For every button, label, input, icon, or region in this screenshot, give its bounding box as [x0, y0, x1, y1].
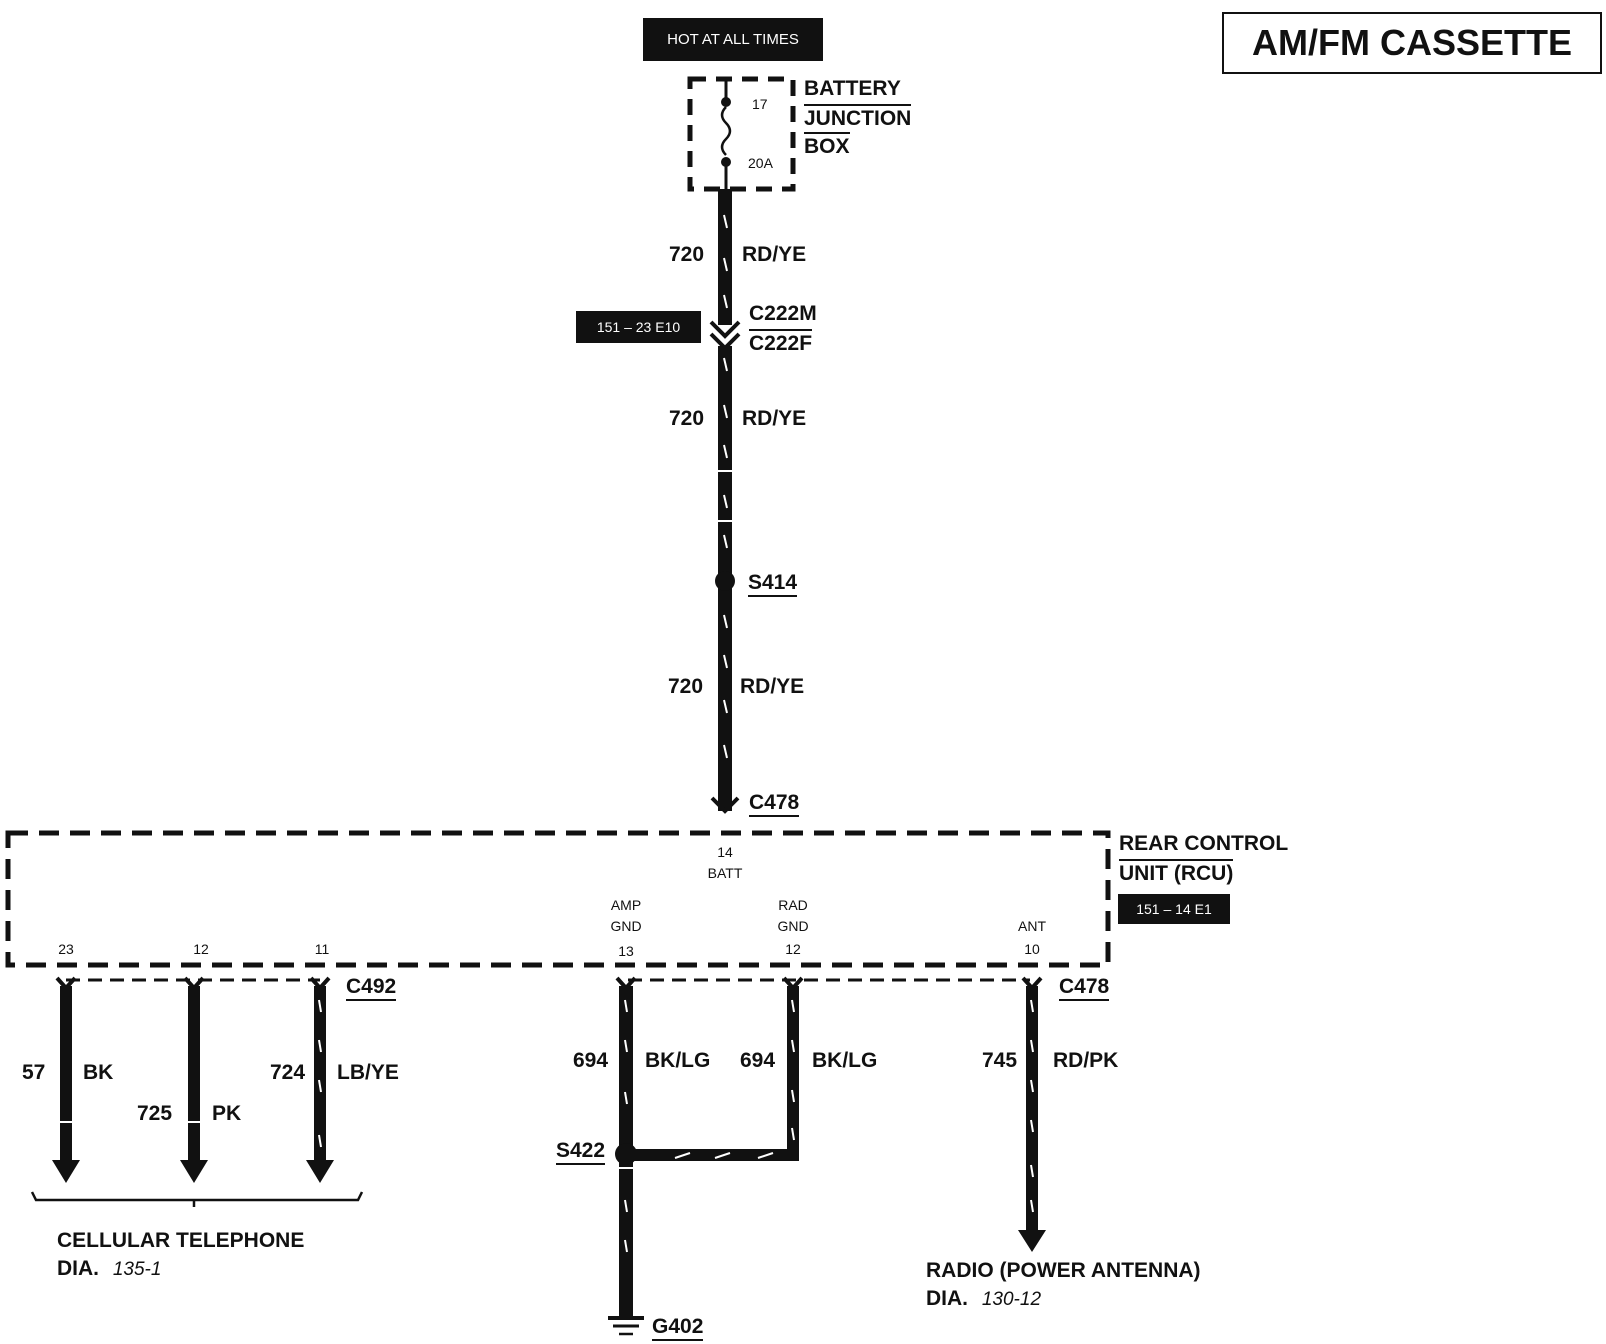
- wire-694-amp-number: 694: [573, 1049, 609, 1072]
- rcu-ref-badge: 151 – 14 E1: [1118, 894, 1230, 924]
- wire-694-rad: [626, 976, 804, 1161]
- splice-s414-label: S414: [748, 572, 798, 597]
- splice-s422-label: S422: [556, 1140, 606, 1165]
- wire-57-color: BK: [83, 1061, 114, 1084]
- connector-c222f: C222F: [749, 329, 813, 354]
- wire-720-main: [709, 189, 741, 814]
- wire-694-amp-color: BK/LG: [645, 1049, 711, 1072]
- connector-c222m: C222M: [749, 302, 817, 325]
- cellular-dia-label: DIA.: [57, 1257, 99, 1280]
- cellular-bracket: [30, 1191, 364, 1202]
- wire-720-number-1: 720: [669, 243, 705, 266]
- diagram-title-box: AM/FM CASSETTE: [1222, 12, 1602, 74]
- hot-at-all-times-badge: HOT AT ALL TIMES: [643, 18, 823, 61]
- pin-23: 23: [58, 941, 74, 957]
- diagram-title: AM/FM CASSETTE: [1252, 22, 1572, 63]
- wire-745-color: RD/PK: [1053, 1049, 1119, 1072]
- connector-c478-top-label: C478: [749, 792, 800, 817]
- pin-10: 10: [1024, 941, 1040, 957]
- pin-12-cell: 12: [193, 941, 209, 957]
- rcu-outline: [5, 830, 1111, 968]
- wire-725: [180, 976, 208, 1183]
- rcu-name-2: UNIT (RCU): [1119, 859, 1234, 884]
- fuse-number: 17: [752, 96, 768, 112]
- pin-ant-label: ANT: [1018, 918, 1046, 934]
- wire-720-color-1: RD/YE: [742, 243, 807, 266]
- connector-c478-top-symbol: [710, 796, 740, 814]
- ground-g402-symbol: [608, 1316, 644, 1336]
- wire-720-color-3: RD/YE: [740, 675, 805, 698]
- pin-rad-label-1: RAD: [778, 897, 808, 913]
- wire-694-rad-color: BK/LG: [812, 1049, 878, 1072]
- wire-694-amp: [615, 976, 637, 1318]
- pin-amp-label-1: AMP: [610, 897, 642, 913]
- ground-g402-label: G402: [652, 1316, 704, 1341]
- wire-720-color-2: RD/YE: [742, 407, 807, 430]
- connector-c222-symbol: [709, 320, 741, 339]
- rcu-batt-pin: 14: [717, 844, 733, 860]
- cellular-dia: DIA. 135-1: [57, 1258, 161, 1279]
- fuse-symbol: [720, 79, 732, 189]
- hot-label: HOT AT ALL TIMES: [667, 31, 799, 48]
- radio-dia-ref[interactable]: 130-12: [981, 1289, 1042, 1310]
- cellular-dia-ref[interactable]: 135-1: [112, 1259, 162, 1280]
- wire-724-number: 724: [270, 1061, 306, 1084]
- pin-11: 11: [314, 941, 330, 957]
- wire-745-number: 745: [982, 1049, 1018, 1072]
- junction-box-label-2: JUNCTION: [804, 104, 912, 129]
- wire-745: [1018, 976, 1046, 1252]
- rcu-name-1: REAR CONTROL: [1119, 832, 1289, 855]
- junction-box-outline: [687, 76, 796, 192]
- fuse-rating: 20A: [748, 155, 773, 171]
- radio-dia: DIA. 130-12: [926, 1288, 1041, 1309]
- connector-c492-label: C492: [346, 976, 397, 1001]
- wire-725-color: PK: [212, 1102, 242, 1125]
- connector-c478-bottom-label: C478: [1059, 976, 1110, 1001]
- wire-720-number-2: 720: [669, 407, 705, 430]
- wire-57-number: 57: [22, 1061, 46, 1084]
- connector-ref-text: 151 – 23 E10: [596, 319, 681, 335]
- wire-724: [306, 976, 334, 1183]
- splice-s414-dot: [715, 571, 735, 591]
- radio-name: RADIO (POWER ANTENNA): [926, 1259, 1201, 1282]
- pin-rad-label-2: GND: [777, 918, 809, 934]
- pin-12-rad: 12: [785, 941, 801, 957]
- pin-13: 13: [618, 943, 634, 959]
- pin-amp-label-2: GND: [610, 918, 642, 934]
- wire-720-number-3: 720: [668, 675, 704, 698]
- junction-box-label-3: BOX: [804, 132, 850, 157]
- rcu-batt-label: BATT: [707, 865, 743, 881]
- connector-ref-badge: 151 – 23 E10: [576, 311, 701, 343]
- cellular-name: CELLULAR TELEPHONE: [57, 1229, 305, 1252]
- radio-dia-label: DIA.: [926, 1287, 968, 1310]
- wire-694-rad-number: 694: [740, 1049, 776, 1072]
- rcu-ref-text: 151 – 14 E1: [1136, 901, 1212, 917]
- junction-box-label-1: BATTERY: [804, 77, 901, 100]
- wire-724-color: LB/YE: [337, 1061, 399, 1084]
- wire-725-number: 725: [137, 1102, 173, 1125]
- wire-57: [52, 976, 80, 1183]
